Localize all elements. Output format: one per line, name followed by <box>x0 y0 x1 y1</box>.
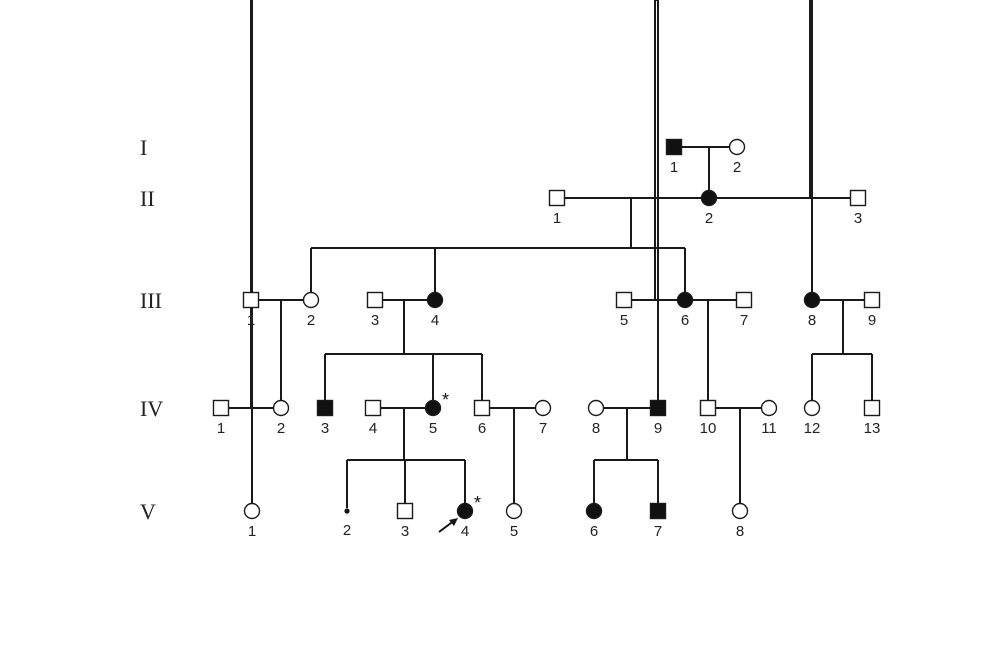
individual-number: 7 <box>539 420 547 437</box>
individual-number: 11 <box>761 420 777 437</box>
individual-number: 7 <box>740 312 748 329</box>
individual-number: 3 <box>401 523 409 540</box>
individual-v-6-female-circle <box>585 502 603 520</box>
individual-number: 4 <box>461 523 469 540</box>
generation-label-iii: III <box>140 288 162 313</box>
individual-v-3-male-square <box>396 502 414 520</box>
individual-iv-4-male-square <box>364 399 382 417</box>
individual-iv-11-female-circle <box>760 399 778 417</box>
individual-iii-3-male-square <box>366 291 384 309</box>
individual-number: 1 <box>217 420 225 437</box>
individual-v-8-female-circle <box>731 502 749 520</box>
individual-v-5-female-circle <box>505 502 523 520</box>
individual-number: 6 <box>478 420 486 437</box>
individual-iv-5-female-circle <box>424 399 442 417</box>
individual-iii-5-male-square <box>615 291 633 309</box>
individual-number: 12 <box>804 420 821 437</box>
individual-iv-2-female-circle <box>272 399 290 417</box>
generation-label-ii: II <box>140 186 155 211</box>
individual-iv-7-female-circle <box>534 399 552 417</box>
individual-iii-8-female-circle <box>803 291 821 309</box>
individual-iii-2-female-circle <box>302 291 320 309</box>
individual-number: 4 <box>369 420 377 437</box>
individual-number: 2 <box>343 522 351 539</box>
individual-v-1-female-circle <box>243 502 261 520</box>
individual-v-7-male-square <box>649 502 667 520</box>
individual-iv-6-male-square <box>473 399 491 417</box>
individual-ii-3-male-square <box>849 189 867 207</box>
individual-iv-13-male-square <box>863 399 881 417</box>
individual-number: 2 <box>733 159 741 176</box>
individual-ii-2-female-circle <box>700 189 718 207</box>
individual-number: 10 <box>700 420 717 437</box>
individual-number: 9 <box>868 312 876 329</box>
individual-iii-9-male-square <box>863 291 881 309</box>
individual-number: 9 <box>654 420 662 437</box>
individual-iv-3-male-square <box>316 399 334 417</box>
generation-label-v: V <box>140 499 156 524</box>
individual-number: 5 <box>620 312 628 329</box>
individual-iv-10-male-square <box>699 399 717 417</box>
individual-iii-1-male-square <box>242 291 260 309</box>
individual-i-1-male-square <box>665 138 683 156</box>
individual-ii-1-male-square <box>548 189 566 207</box>
star-marker: * <box>442 390 449 410</box>
individual-number: 3 <box>371 312 379 329</box>
individual-number: 1 <box>670 159 678 176</box>
individual-number: 4 <box>431 312 439 329</box>
individual-iv-8-female-circle <box>587 399 605 417</box>
individual-number: 1 <box>247 312 255 329</box>
individual-number: 8 <box>808 312 816 329</box>
individual-number: 8 <box>736 523 744 540</box>
individual-iv-12-female-circle <box>803 399 821 417</box>
generation-label-iv: IV <box>140 396 163 421</box>
individual-iii-7-male-square <box>735 291 753 309</box>
individual-number: 8 <box>592 420 600 437</box>
individual-number: 3 <box>854 210 862 227</box>
individual-symbols <box>212 138 881 533</box>
individual-v-2-miscarriage-dot <box>344 508 350 514</box>
individual-v-4-female-circle <box>456 502 474 520</box>
proband-arrowhead-icon <box>449 518 458 526</box>
individual-i-2-female-circle <box>728 138 746 156</box>
individual-number: 7 <box>654 523 662 540</box>
individual-iv-9-male-square <box>649 399 667 417</box>
individual-number: 1 <box>553 210 561 227</box>
individual-iii-4-female-circle <box>426 291 444 309</box>
individual-number: 1 <box>248 523 256 540</box>
relationship-lines <box>228 0 873 508</box>
individual-iv-1-male-square <box>212 399 230 417</box>
generation-label-i: I <box>140 135 147 160</box>
star-marker: * <box>474 493 481 513</box>
individual-number: 2 <box>277 420 285 437</box>
individual-number: 5 <box>510 523 518 540</box>
individual-iii-6-female-circle <box>676 291 694 309</box>
individual-number: 2 <box>307 312 315 329</box>
individual-number: 13 <box>864 420 881 437</box>
individual-number: 5 <box>429 420 437 437</box>
individual-number: 6 <box>681 312 689 329</box>
individual-number: 2 <box>705 210 713 227</box>
individual-number: 3 <box>321 420 329 437</box>
individual-number: 6 <box>590 523 598 540</box>
